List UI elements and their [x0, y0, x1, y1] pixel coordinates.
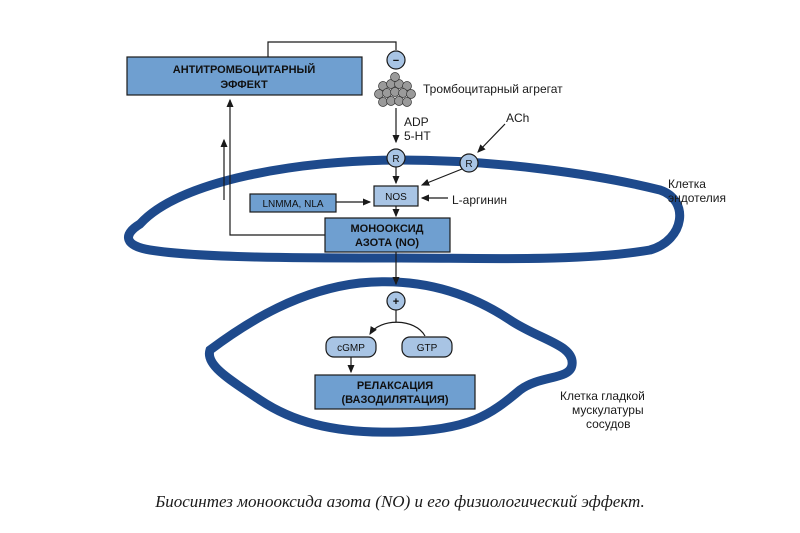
- endothelial-cell-membrane: [124, 155, 685, 264]
- adp-label: ADP: [404, 115, 429, 129]
- receptor2-to-nos-arrow: [420, 168, 463, 186]
- nitric-oxide-label-1: МОНООКСИД: [350, 223, 423, 235]
- inhibition-node: [386, 50, 406, 70]
- smooth-muscle-label-2: мускулатуры: [572, 403, 644, 417]
- figure-caption: Биосинтез монооксида азота (NO) и его фи…: [155, 492, 645, 511]
- gtp-label: GTP: [417, 343, 438, 354]
- antiplatelet-effect-box: [126, 56, 363, 96]
- platelet-aggregate-label: Тромбоцитарный агрегат: [423, 82, 563, 96]
- receptor-1-label: R: [392, 154, 399, 165]
- endothelial-cell-label-1: Клетка: [668, 177, 706, 191]
- platelet-aggregate-icon: [374, 72, 416, 107]
- inhibitor-box: [249, 193, 337, 213]
- plus-symbol: +: [393, 296, 399, 308]
- nitric-oxide-box: [324, 217, 451, 253]
- endothelial-cell-label-2: эндотелия: [668, 191, 726, 205]
- cgmp-label: cGMP: [337, 343, 365, 354]
- minus-symbol: −: [393, 55, 399, 67]
- nos-label: NOS: [385, 192, 407, 203]
- inhibitor-label: LNMMA, NLA: [262, 199, 323, 210]
- gtp-box: [401, 336, 453, 358]
- smooth-muscle-cell-membrane: [204, 277, 577, 437]
- ach-arrow: [477, 123, 506, 153]
- receptor-2: [459, 153, 479, 173]
- antiplatelet-effect-label-1: АНТИТРОМБОЦИТАРНЫЙ: [173, 63, 316, 76]
- smooth-muscle-label-1: Клетка гладкой: [560, 389, 645, 403]
- antiplatelet-effect-label-2: ЭФФЕКТ: [220, 79, 268, 91]
- nitric-oxide-label-2: АЗОТА (NO): [355, 237, 419, 249]
- l-arginine-label: L-аргинин: [452, 193, 507, 207]
- feedback-line: [267, 41, 397, 57]
- serotonin-label: 5-HT: [404, 129, 431, 143]
- receptor-2-label: R: [465, 159, 472, 170]
- relaxation-label-1: РЕЛАКСАЦИЯ: [357, 380, 433, 392]
- gtp-to-cgmp-curve: [369, 321, 426, 337]
- relaxation-box: [314, 374, 476, 410]
- no-to-antiplatelet-line: [226, 98, 325, 236]
- smooth-muscle-label-3: сосудов: [586, 417, 630, 431]
- ach-label: ACh: [506, 111, 529, 125]
- relaxation-label-2: (ВАЗОДИЛЯТАЦИЯ): [341, 394, 448, 406]
